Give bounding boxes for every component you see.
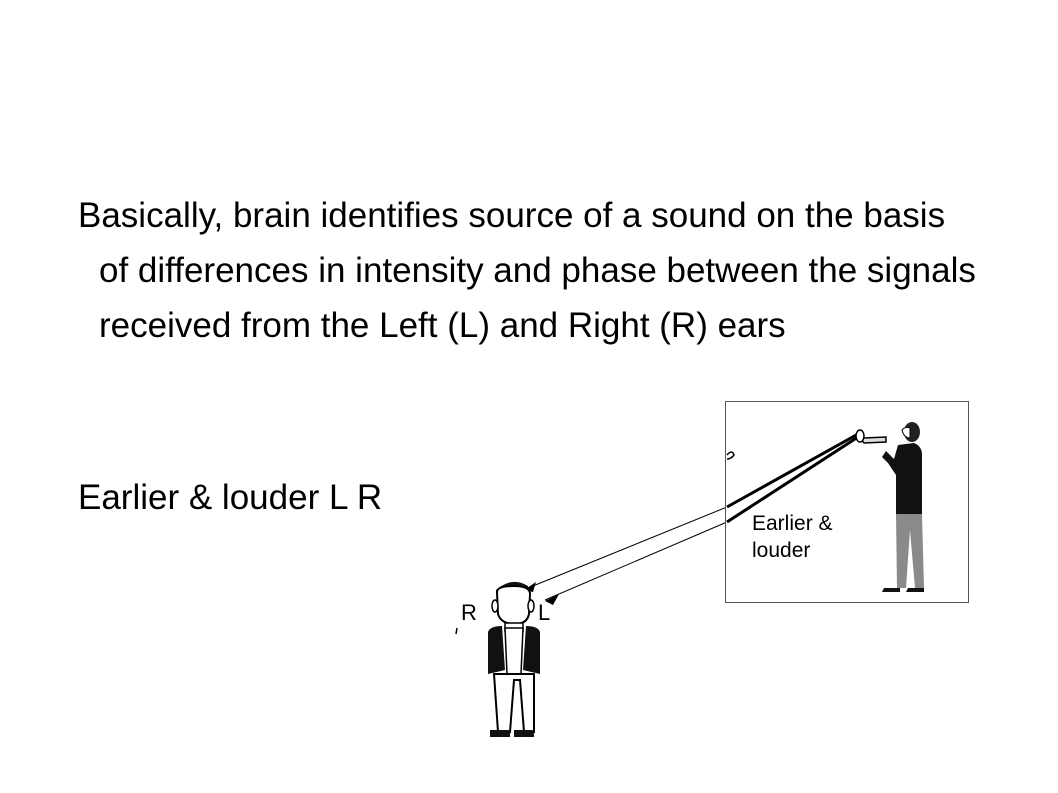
sound-ray-right-ear — [527, 506, 728, 589]
secondary-paragraph: Earlier & louder L R — [78, 478, 383, 517]
slide-body: Basically, brain identifies source of a … — [78, 188, 978, 353]
arrowhead-left-ear — [545, 594, 559, 605]
inset-label: Earlier & louder — [752, 512, 833, 562]
ear-label-right: R — [461, 600, 477, 625]
main-paragraph: Basically, brain identifies source of a … — [78, 196, 976, 345]
listener-figure — [455, 581, 540, 737]
ear-label-left: L — [538, 600, 551, 625]
inset-frame — [725, 401, 969, 603]
sound-ray-left-ear — [544, 521, 728, 601]
